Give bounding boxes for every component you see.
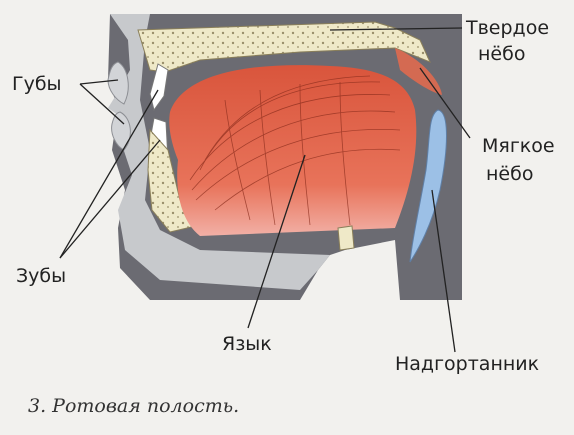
label-teeth: Зубы <box>16 265 66 287</box>
label-lips: Губы <box>12 73 62 95</box>
label-soft-palate-line2: нёбо <box>486 163 533 185</box>
label-tongue: Язык <box>222 333 272 355</box>
label-hard-palate-line2: нёбо <box>478 43 525 65</box>
label-soft-palate-line1: Мягкое <box>482 135 555 157</box>
figure-caption: 3. Ротовая полость. <box>28 395 239 417</box>
tongue <box>169 65 416 236</box>
label-epiglottis: Надгортанник <box>395 353 539 375</box>
hyoid-bone <box>338 226 354 250</box>
label-hard-palate-line1: Твердое <box>465 17 549 39</box>
